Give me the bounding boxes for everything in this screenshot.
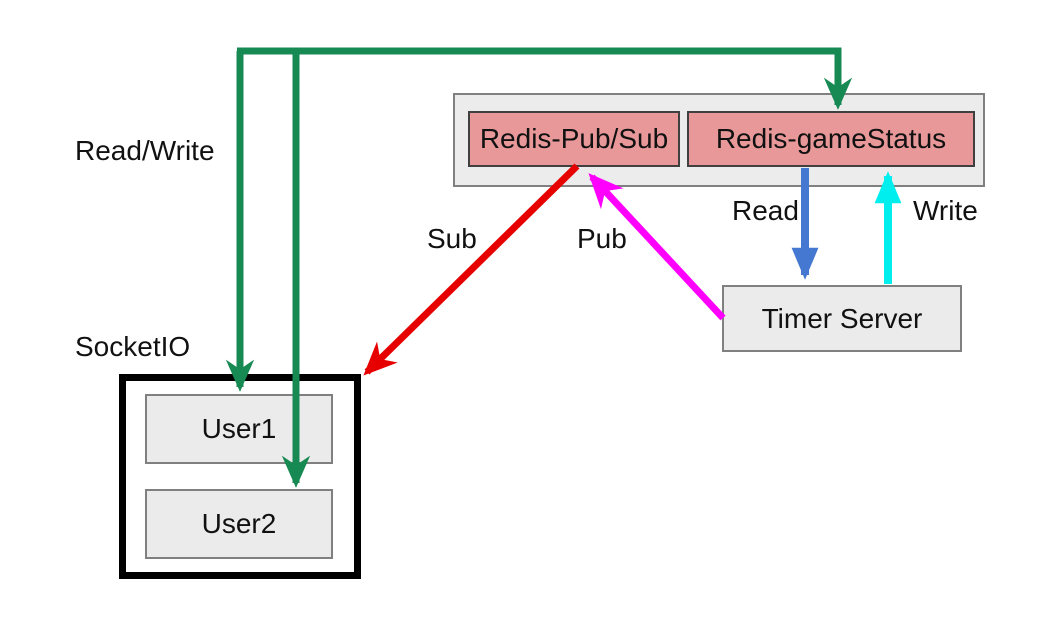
node-user2-label: User2 bbox=[201, 508, 277, 539]
edge-label-write: Write bbox=[913, 195, 978, 226]
node-user2: User2 bbox=[145, 489, 333, 559]
edge-label-read-write: Read/Write bbox=[75, 135, 215, 166]
red-arrow-sub bbox=[363, 163, 580, 376]
node-timer-server: Timer Server bbox=[722, 285, 962, 352]
edge-label-pub: Pub bbox=[577, 223, 627, 254]
node-timer-server-label: Timer Server bbox=[761, 302, 923, 334]
node-user1-label: User1 bbox=[201, 413, 277, 444]
node-redis-pubsub: Redis-Pub/Sub bbox=[468, 111, 680, 167]
edge-label-sub: Sub bbox=[427, 223, 477, 254]
socketio-group-label: SocketIO bbox=[75, 331, 191, 362]
node-redis-pubsub-label: Redis-Pub/Sub bbox=[479, 123, 669, 154]
node-redis-gamestatus-label: Redis-gameStatus bbox=[715, 123, 947, 154]
node-user1: User1 bbox=[145, 394, 333, 464]
edge-label-read: Read bbox=[732, 195, 799, 226]
node-redis-gamestatus: Redis-gameStatus bbox=[687, 111, 975, 167]
